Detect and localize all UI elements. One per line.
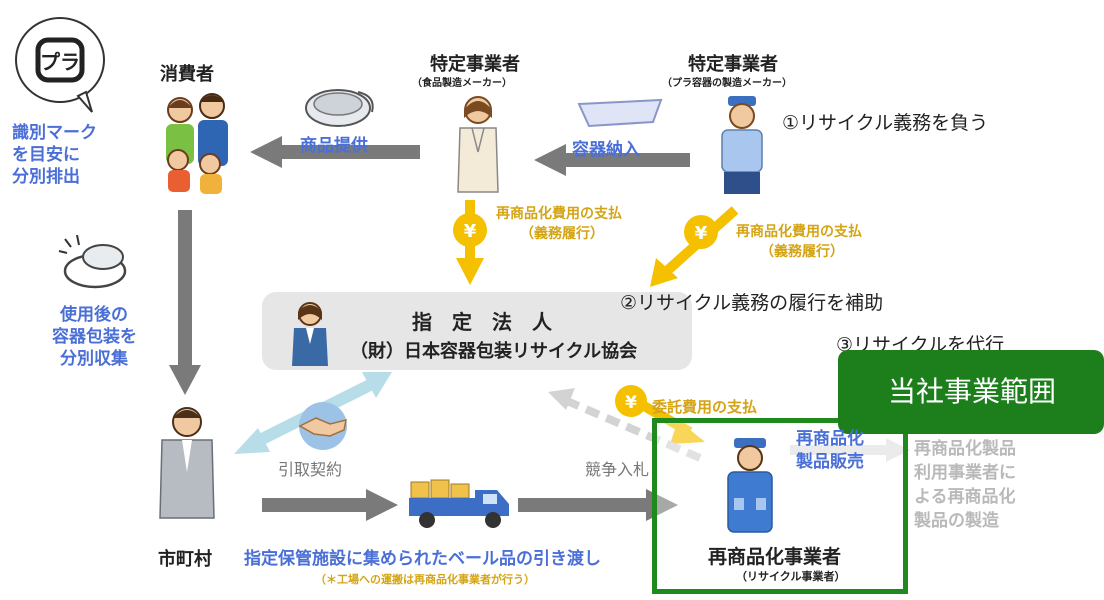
payment-left-line2: （義務履行） [520, 226, 604, 242]
consumer-label: 消費者 [160, 64, 214, 85]
municipality-label: 市町村 [158, 549, 212, 570]
bidding-label: 競争入札 [585, 460, 650, 479]
step1-annotation: ①リサイクル義務を負う [782, 112, 989, 134]
delivery-main: 指定保管施設に集められたベール品の引き渡し [244, 549, 601, 569]
truck-icon [405, 476, 515, 536]
yen-coin-icon: ¥ [683, 214, 719, 250]
consignment-label: 委託費用の支払 [652, 398, 758, 416]
delivery-sub: （＊工場への運搬は再商品化事業者が行う） [315, 573, 535, 586]
container-delivery-label: 容器納入 [572, 140, 640, 160]
recycler-title: 再商品化事業者 [708, 546, 842, 568]
yen-coin-icon: ¥ [614, 384, 648, 418]
recycler-sales-line2: 製品販売 [796, 452, 864, 472]
collection-note-line3: 分別収集 [60, 349, 128, 369]
food-maker-title: 特定事業者 [430, 54, 520, 75]
recycle-mark-bubble: プラ [12, 12, 108, 113]
end-users-line2: 利用事業者に [914, 463, 1016, 483]
payment-right-line2: （義務履行） [760, 244, 844, 260]
pickup-contract-label: 引取契約 [278, 460, 343, 479]
used-container-icon [55, 234, 135, 291]
designated-corp-line2: （財）日本容器包装リサイクル協会 [350, 341, 638, 362]
svg-text:プラ: プラ [40, 50, 80, 74]
scope-label-badge [838, 350, 1104, 434]
scope-label: 当社事業範囲 [888, 375, 1057, 408]
designated-corp-box [262, 292, 692, 370]
bidding-arrow [558, 394, 702, 462]
municipality-figure [152, 402, 222, 522]
food-container-icon [300, 82, 380, 132]
sort-note-line2: を目安に [12, 145, 80, 165]
recycler-subtitle: （リサイクル事業者） [736, 570, 846, 583]
food-maker-figure [448, 92, 508, 202]
end-users-line1: 再商品化製品 [914, 439, 1016, 459]
consumer-family-figure [150, 86, 250, 196]
container-maker-subtitle: （プラ容器の製造メーカー） [662, 78, 792, 89]
container-maker-title: 特定事業者 [688, 54, 778, 75]
end-users-line3: よる再商品化 [914, 487, 1016, 507]
designated-corp-line1: 指 定 法 人 [412, 310, 552, 334]
company-scope-box [652, 418, 908, 594]
payment-right-line1: 再商品化費用の支払 [736, 224, 862, 240]
recycler-figure [718, 436, 782, 536]
end-users-line4: 製品の製造 [914, 511, 999, 531]
svg-text:¥: ¥ [625, 393, 637, 413]
designated-corp-figure [288, 300, 332, 366]
svg-text:¥: ¥ [464, 221, 477, 242]
sort-note-line3: 分別排出 [12, 167, 80, 187]
container-maker-figure [712, 92, 772, 202]
recycler-sales-line1: 再商品化 [796, 429, 864, 449]
sort-note-line1: 識別マーク [12, 123, 97, 143]
collection-note-line1: 使用後の [60, 305, 128, 325]
svg-text:¥: ¥ [695, 223, 708, 244]
product-supply-label: 商品提供 [300, 136, 368, 156]
payment-left-line1: 再商品化費用の支払 [496, 206, 622, 222]
food-maker-subtitle: （食品製造メーカー） [412, 78, 512, 89]
collection-note-line2: 容器包装を [52, 327, 137, 347]
handshake-icon [290, 400, 356, 452]
step2-annotation: ②リサイクル義務の履行を補助 [620, 292, 884, 314]
plastic-tray-icon [575, 92, 665, 132]
yen-coin-icon: ¥ [452, 212, 488, 248]
